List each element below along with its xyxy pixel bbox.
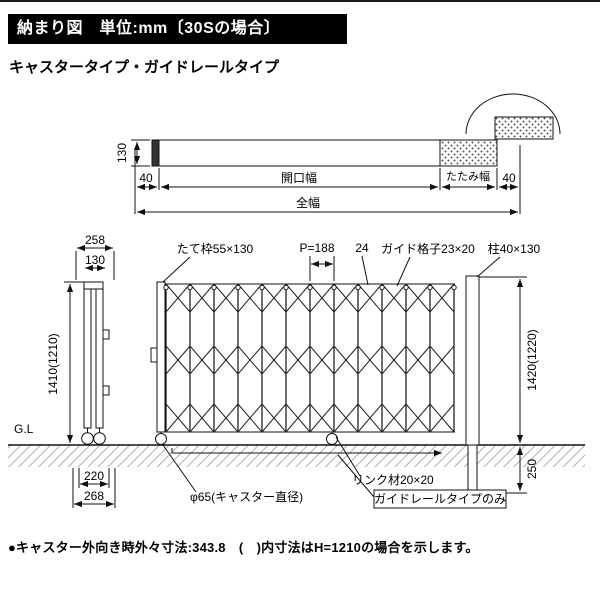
label-fold-width: たたみ幅 [446,170,490,183]
hanger-rollers [163,284,457,291]
gate-plan-end-cap [151,139,160,167]
ground [8,444,585,467]
footnote: ●キャスター外向き時外々寸法:343.8 ( )内寸法はH=1210の場合を示し… [8,540,479,555]
ground-hatch [8,445,585,467]
caster-wheel [93,432,106,445]
caster-wheel [81,432,94,445]
dim-right-40: 40 [502,171,516,185]
accordion-lattice [163,283,457,445]
leader-lines [162,255,501,498]
label-vertical-frame: たて枠55×130 [177,242,254,256]
front-labels: 258 130 たて枠55×130 P=188 24 ガイド格子23×20 柱4… [14,233,541,506]
caster-wheel [155,433,167,445]
right-post-buried [467,444,478,494]
subtitle: キャスタータイプ・ガイドレールタイプ [9,59,280,76]
left-post [81,281,110,445]
label-opening-width: 開口幅 [281,170,317,185]
label-post: 柱40×130 [488,241,541,256]
label-total-width: 全幅 [296,195,320,210]
dim-depth: 130 [115,143,129,163]
right-post [465,275,480,446]
plan-labels: 130 開口幅 たたみ幅 40 40 全幅 [115,143,516,210]
dim-268: 268 [84,489,104,503]
leading-frame [150,281,167,445]
dim-250: 250 [525,459,539,479]
dim-left-40: 40 [139,171,153,185]
dim-24: 24 [355,241,369,255]
swing-arc [465,93,561,135]
fold-width-hatch [439,139,498,167]
page-title: 納まり図 単位:mm〔30Sの場合〕 [17,20,281,37]
label-guide-lattice: ガイド格子23×20 [381,241,475,256]
dim-220: 220 [84,469,104,483]
folded-panel [494,116,554,140]
label-guiderail-only: ガイドレールタイプのみ [374,492,506,506]
guide-rail [171,448,442,457]
caster-wheel [326,433,338,445]
dim-height-left: 1410(1210) [46,333,60,394]
label-pitch: P=188 [299,241,334,255]
guiderail-note-box [373,489,507,509]
front-dimensions [64,244,527,508]
title-bar: 納まり図 単位:mm〔30Sの場合〕 [8,14,347,44]
front-view [64,244,527,509]
label-ground-level: G.L [14,422,34,436]
dim-130: 130 [85,253,105,267]
label-link-material: リンク材20×20 [352,473,434,487]
label-caster-diameter: φ65(キャスター直径) [190,490,303,504]
dim-height-right: 1420(1220) [525,329,539,390]
top-divider [0,0,600,2]
plan-view [131,93,561,216]
dim-258: 258 [85,233,105,247]
